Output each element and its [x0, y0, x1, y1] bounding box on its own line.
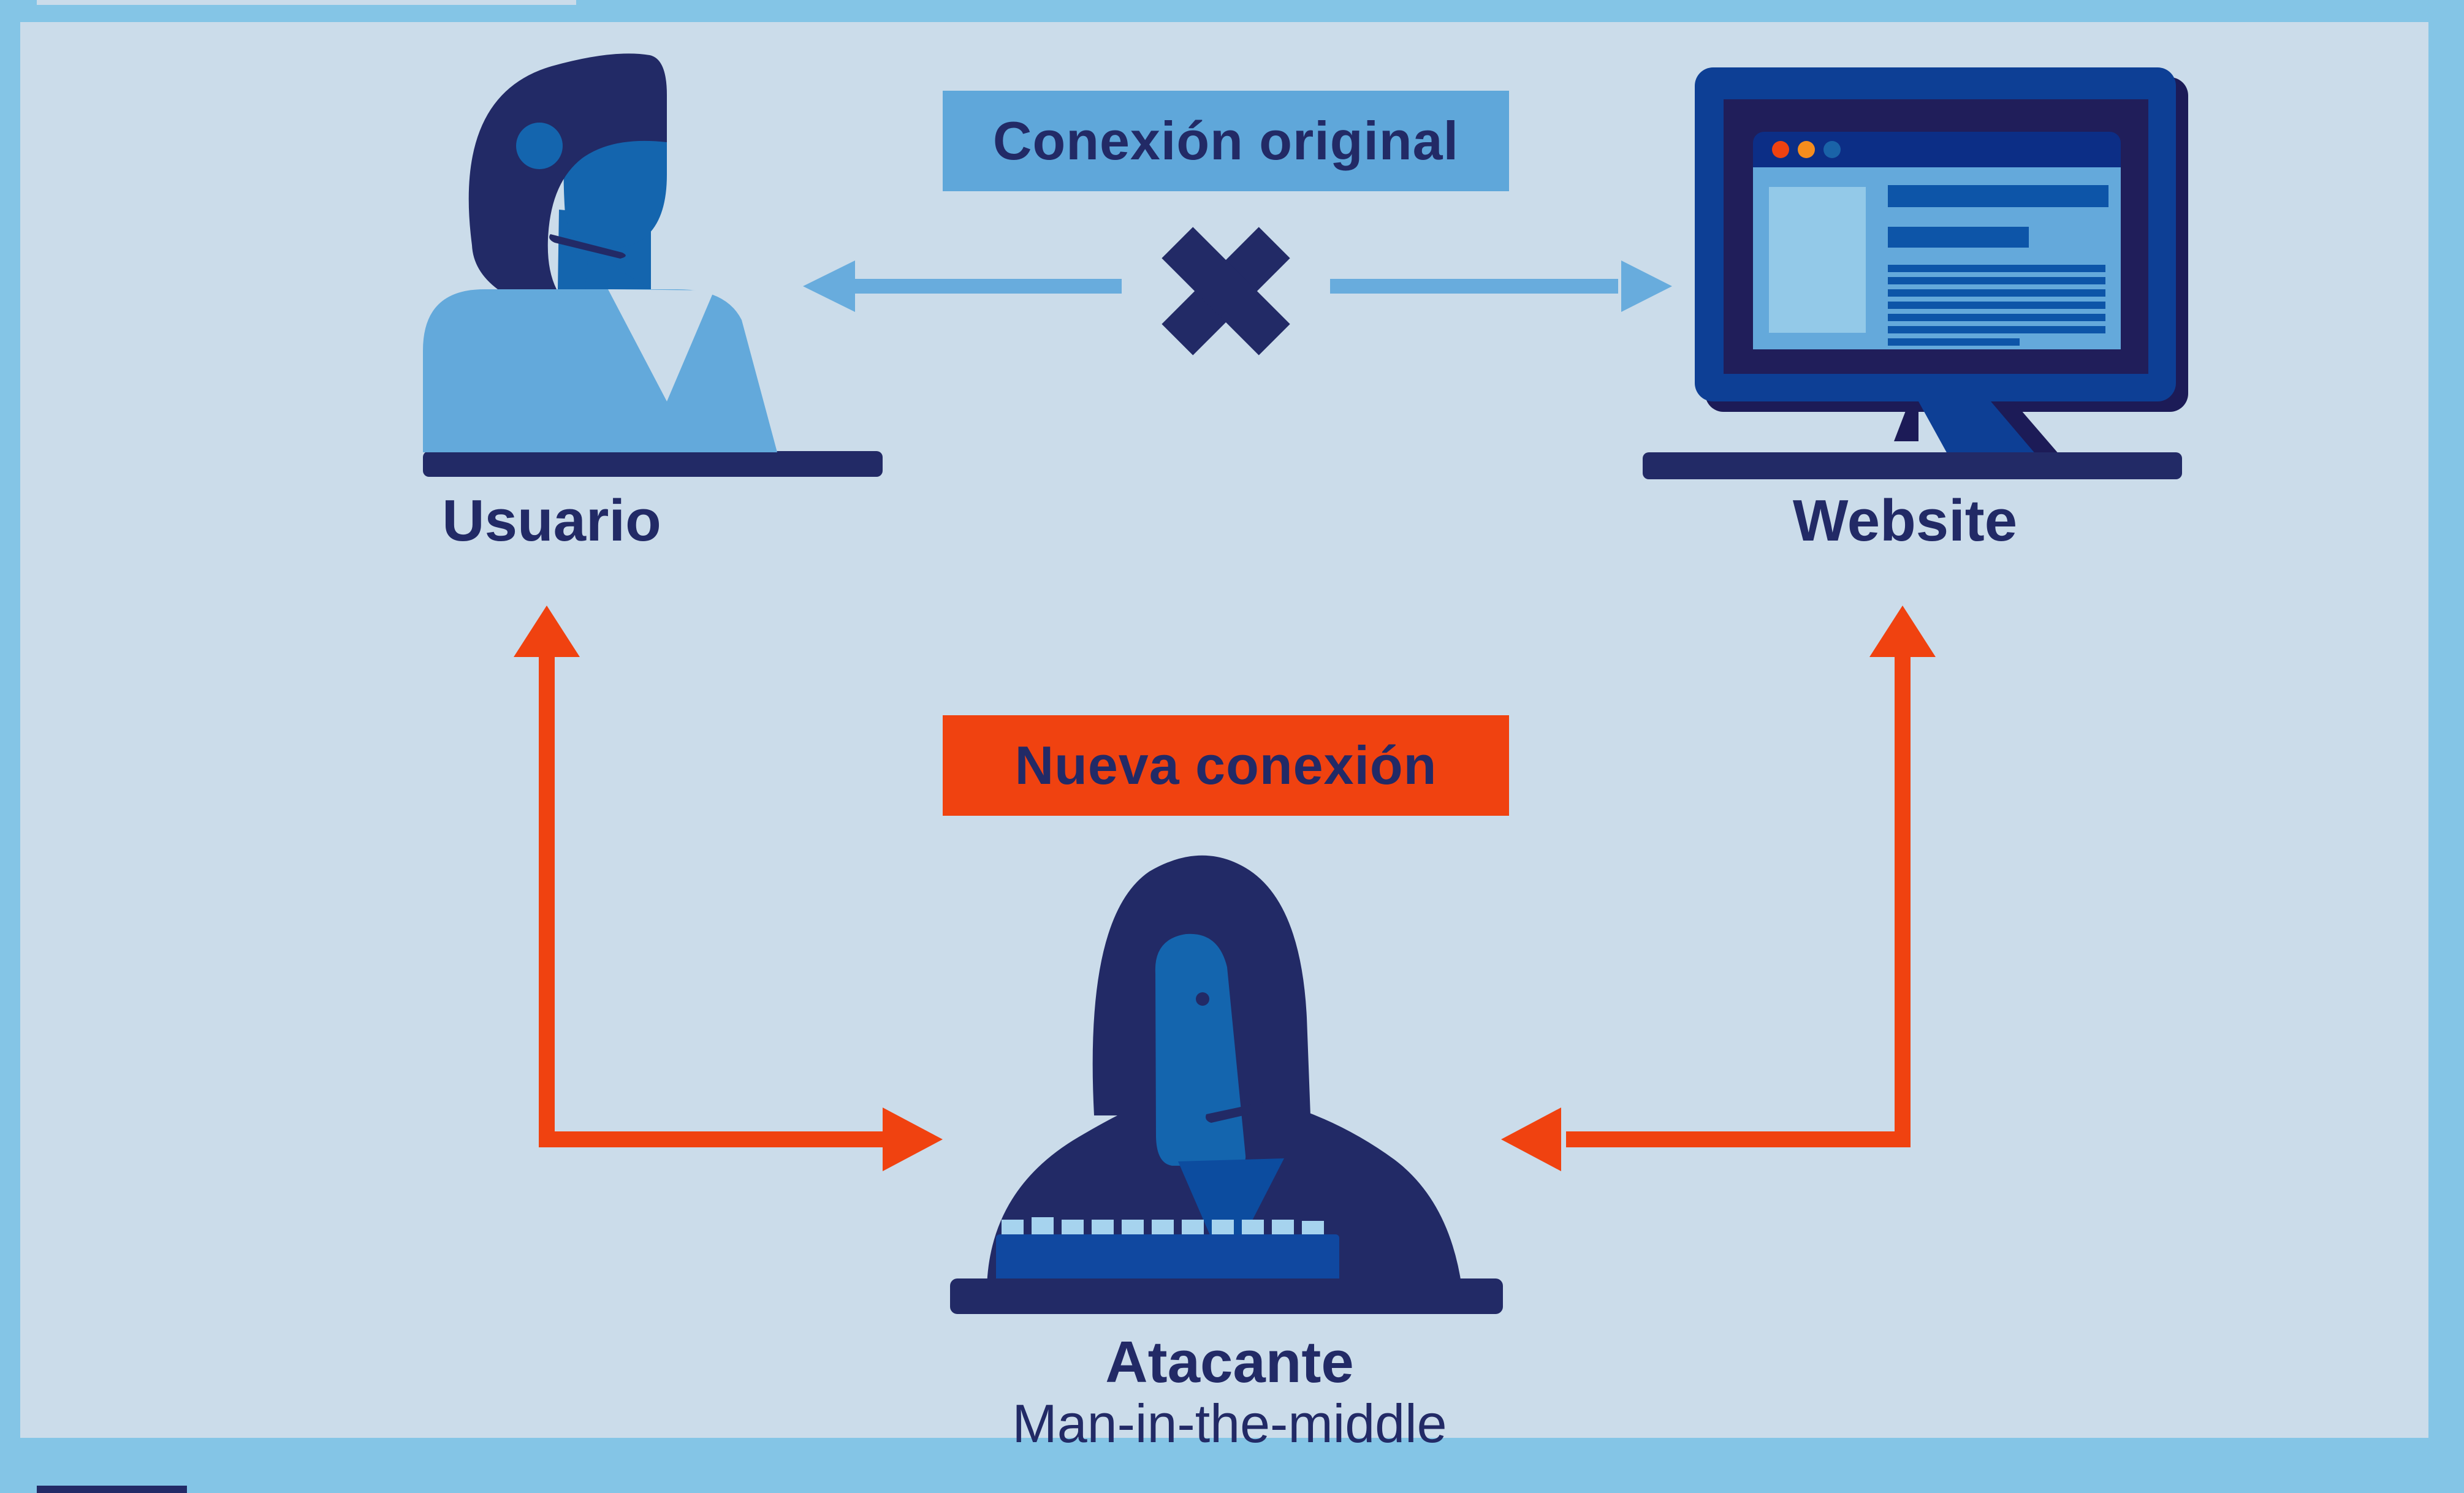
blocked-x-icon: [1162, 227, 1290, 355]
website-label: Website: [1792, 488, 2018, 553]
browser-dot-orange: [1798, 141, 1815, 158]
keyboard-body: [996, 1234, 1339, 1282]
user-label: Usuario: [442, 488, 661, 553]
frame-line-bottom: [37, 1486, 187, 1493]
new-connection-text: Nueva conexión: [1014, 735, 1437, 796]
original-arrow-left-icon: [803, 260, 1122, 312]
page-subheading-line: [1888, 227, 2029, 248]
desk-bar: [950, 1278, 1503, 1314]
frame-notch-top: [37, 0, 576, 5]
new-connection-arrow-right-icon: [1501, 606, 1936, 1171]
original-connection-label: Conexión original: [943, 91, 1509, 191]
attacker-label: Atacante: [1105, 1329, 1354, 1395]
user-icon: [423, 53, 883, 477]
original-connection-text: Conexión original: [992, 110, 1459, 171]
attacker-icon: [950, 855, 1503, 1314]
new-connection-arrow-left-icon: [514, 606, 943, 1171]
website-monitor-icon: [1643, 67, 2188, 479]
page-sidebar-block: [1769, 187, 1866, 333]
original-arrow-right-icon: [1330, 260, 1672, 312]
browser-dot-red: [1772, 141, 1789, 158]
new-connection-label: Nueva conexión: [943, 715, 1509, 816]
attacker-sublabel: Man-in-the-middle: [1012, 1393, 1447, 1454]
page-heading-line: [1888, 185, 2108, 207]
browser-dot-blue: [1823, 141, 1841, 158]
